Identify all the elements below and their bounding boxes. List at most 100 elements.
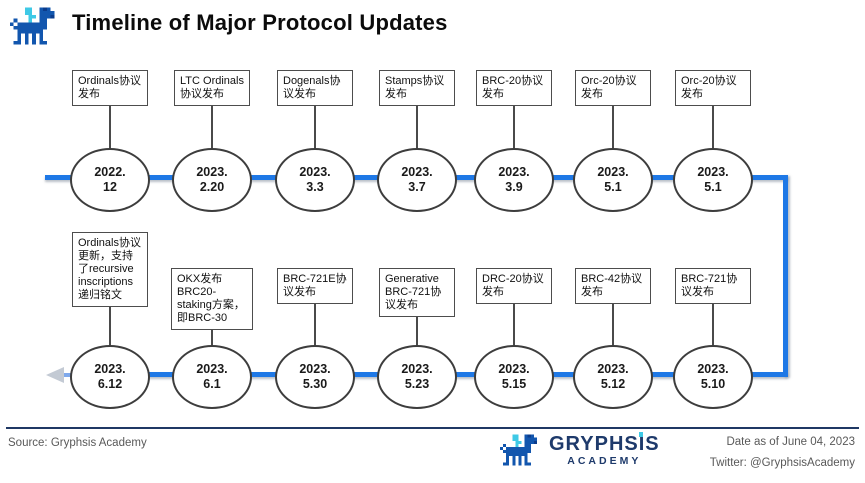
event-label-box: BRC-721协议发布 bbox=[675, 268, 751, 304]
twitter-handle: Twitter: @GryphsisAcademy bbox=[709, 457, 855, 469]
event-day: 6.12 bbox=[97, 377, 123, 391]
event-label: Generative BRC-721协议发布 bbox=[385, 273, 442, 311]
event-date-node: 2023.3.9 bbox=[474, 148, 554, 212]
event-day: 6.1 bbox=[203, 377, 221, 391]
event-label-box: Ordinals协议发布 bbox=[72, 70, 148, 106]
event-date-node: 2023.3.7 bbox=[377, 148, 457, 212]
connector-line bbox=[513, 92, 515, 152]
event-year: 2023. bbox=[196, 362, 228, 376]
event-day: 5.1 bbox=[604, 180, 622, 194]
event-label-box: Dogenals协议发布 bbox=[277, 70, 353, 106]
timeline-event: Orc-20协议发布 2023.5.1 bbox=[563, 70, 663, 212]
event-date-node: 2022.12 bbox=[70, 148, 150, 212]
connector-line bbox=[612, 294, 614, 348]
event-year: 2023. bbox=[401, 362, 433, 376]
event-label: Dogenals协议发布 bbox=[283, 75, 341, 100]
event-label: LTC Ordinals协议发布 bbox=[180, 75, 244, 100]
event-label: Orc-20协议发布 bbox=[581, 75, 637, 100]
event-date-node: 2023.5.1 bbox=[673, 148, 753, 212]
timeline-event: BRC-42协议发布 2023.5.12 bbox=[563, 268, 663, 409]
event-day: 5.10 bbox=[700, 377, 726, 391]
brand-accent-dot bbox=[639, 431, 643, 437]
event-label-box: LTC Ordinals协议发布 bbox=[174, 70, 250, 106]
event-date-node: 2023.5.30 bbox=[275, 345, 355, 409]
pixel-dragon-icon bbox=[10, 4, 58, 48]
event-label: Stamps协议发布 bbox=[385, 75, 445, 100]
event-label-box: Orc-20协议发布 bbox=[575, 70, 651, 106]
connector-line bbox=[109, 92, 111, 152]
timeline-line-right bbox=[783, 175, 788, 377]
connector-line bbox=[109, 294, 111, 348]
event-date-node: 2023.3.3 bbox=[275, 148, 355, 212]
timeline-arrow-left-icon bbox=[46, 367, 64, 383]
footer-divider bbox=[6, 427, 859, 429]
event-day: 5.12 bbox=[600, 377, 626, 391]
event-label: Ordinals协议发布 bbox=[78, 75, 141, 100]
event-year: 2023. bbox=[299, 362, 331, 376]
timeline-event: Generative BRC-721协议发布 2023.5.23 bbox=[367, 268, 467, 409]
event-label: Orc-20协议发布 bbox=[681, 75, 737, 100]
event-day: 12 bbox=[103, 180, 117, 194]
event-label: Ordinals协议更新，支持了recursive inscriptions递归… bbox=[78, 237, 141, 301]
event-day: 5.23 bbox=[404, 377, 430, 391]
brand-subtitle: ACADEMY bbox=[567, 454, 642, 467]
event-label: DRC-20协议发布 bbox=[482, 273, 544, 298]
connector-line bbox=[712, 92, 714, 152]
event-year: 2023. bbox=[697, 362, 729, 376]
brand-lockup: GRYPHSIS ACADEMY bbox=[500, 431, 660, 468]
timeline-event: DRC-20协议发布 2023.5.15 bbox=[464, 268, 564, 409]
event-day: 3.7 bbox=[408, 180, 426, 194]
connector-line bbox=[314, 294, 316, 348]
event-day: 5.30 bbox=[302, 377, 328, 391]
event-date-node: 2023.5.10 bbox=[673, 345, 753, 409]
event-year: 2023. bbox=[597, 362, 629, 376]
event-label-box: Ordinals协议更新，支持了recursive inscriptions递归… bbox=[72, 232, 148, 307]
page-title: Timeline of Major Protocol Updates bbox=[72, 10, 448, 35]
event-date-node: 2023.6.1 bbox=[172, 345, 252, 409]
event-year: 2023. bbox=[597, 165, 629, 179]
event-label: BRC-721E协议发布 bbox=[283, 273, 347, 298]
event-year: 2023. bbox=[498, 362, 530, 376]
event-day: 5.1 bbox=[704, 180, 722, 194]
connector-line bbox=[211, 92, 213, 152]
brand-text: GRYPHSIS ACADEMY bbox=[549, 431, 660, 467]
timeline-event: Ordinals协议更新，支持了recursive inscriptions递归… bbox=[60, 232, 160, 409]
event-year: 2023. bbox=[299, 165, 331, 179]
event-label-box: OKX发布BRC20-staking方案，即BRC-30 bbox=[171, 268, 253, 330]
event-label: BRC-20协议发布 bbox=[482, 75, 544, 100]
timeline-event: Stamps协议发布 2023.3.7 bbox=[367, 70, 467, 212]
event-date-node: 2023.5.1 bbox=[573, 148, 653, 212]
connector-line bbox=[416, 92, 418, 152]
event-year: 2023. bbox=[498, 165, 530, 179]
brand-name: GRYPHSIS bbox=[549, 432, 660, 455]
event-label: BRC-42协议发布 bbox=[581, 273, 643, 298]
connector-line bbox=[513, 294, 515, 348]
source-note: Source: Gryphsis Academy bbox=[8, 437, 147, 449]
event-label-box: Generative BRC-721协议发布 bbox=[379, 268, 455, 317]
event-date-node: 2023.5.23 bbox=[377, 345, 457, 409]
event-label-box: Orc-20协议发布 bbox=[675, 70, 751, 106]
timeline-event: LTC Ordinals协议发布 2023.2.20 bbox=[162, 70, 262, 212]
event-date-node: 2023.2.20 bbox=[172, 148, 252, 212]
timeline-event: OKX发布BRC20-staking方案，即BRC-30 2023.6.1 bbox=[162, 268, 262, 409]
event-label-box: BRC-20协议发布 bbox=[476, 70, 552, 106]
event-label: OKX发布BRC20-staking方案，即BRC-30 bbox=[177, 273, 245, 324]
event-day: 3.9 bbox=[505, 180, 523, 194]
event-label-box: BRC-721E协议发布 bbox=[277, 268, 353, 304]
connector-line bbox=[712, 294, 714, 348]
event-date-node: 2023.5.15 bbox=[474, 345, 554, 409]
event-label-box: DRC-20协议发布 bbox=[476, 268, 552, 304]
timeline-event: BRC-20协议发布 2023.3.9 bbox=[464, 70, 564, 212]
date-note: Date as of June 04, 2023 bbox=[726, 436, 855, 448]
timeline-event: Ordinals协议发布 2022.12 bbox=[60, 70, 160, 212]
timeline-event: Orc-20协议发布 2023.5.1 bbox=[663, 70, 763, 212]
event-label-box: BRC-42协议发布 bbox=[575, 268, 651, 304]
connector-line bbox=[314, 92, 316, 152]
event-day: 3.3 bbox=[306, 180, 324, 194]
timeline-event: BRC-721E协议发布 2023.5.30 bbox=[265, 268, 365, 409]
event-year: 2023. bbox=[401, 165, 433, 179]
footer-meta: Date as of June 04, 2023 Twitter: @Gryph… bbox=[710, 436, 855, 469]
event-year: 2023. bbox=[196, 165, 228, 179]
event-day: 2.20 bbox=[199, 180, 225, 194]
